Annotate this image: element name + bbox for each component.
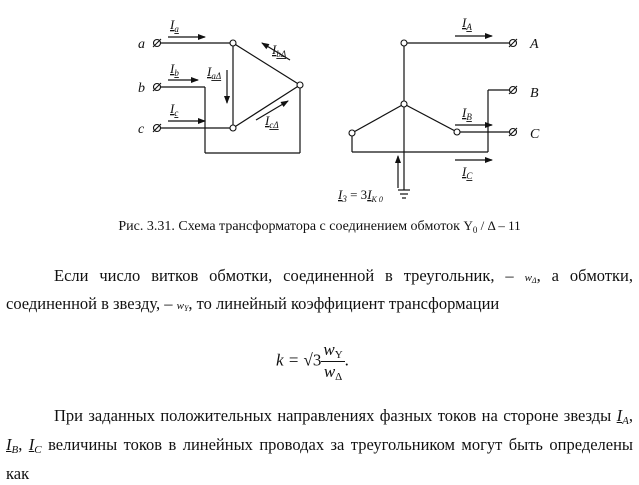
label-IA: IA <box>461 15 472 32</box>
label-b: b <box>138 81 145 96</box>
paragraph-currents: При заданных положительных направлениях … <box>6 406 634 483</box>
label-IaD: IaΔ <box>206 64 221 81</box>
arrow-IbD <box>261 42 291 61</box>
node-star-center <box>400 100 408 108</box>
label-Ib: Ib <box>169 61 179 78</box>
label-c: c <box>138 122 145 137</box>
node-star-right <box>453 128 461 136</box>
delta-side-top <box>232 42 301 86</box>
terminal-slash-c <box>152 123 162 133</box>
node-delta-bottom <box>229 124 237 132</box>
label-I3-eq: I3 = 3IK 0 <box>337 187 383 204</box>
label-a: a <box>138 37 145 52</box>
label-IC: IC <box>461 164 473 181</box>
terminal-slash-B <box>508 85 518 95</box>
paragraph-turns: Если число витков обмотки, соединенной в… <box>6 266 633 313</box>
transformer-diagram: a b c Ia Ib Ic IaΔ IbΔ IcΔ A B C IA IB I… <box>138 15 540 204</box>
label-Ia: Ia <box>169 17 179 34</box>
terminal-slash-A <box>508 38 518 48</box>
node-delta-right <box>296 81 304 89</box>
label-A: A <box>529 37 539 52</box>
terminal-slash-a <box>152 38 162 48</box>
arrow-IcD <box>255 100 289 121</box>
terminal-slash-b <box>152 82 162 92</box>
label-Ic: Ic <box>169 101 178 118</box>
label-C: C <box>530 127 540 142</box>
label-IbD: IbΔ <box>271 42 286 59</box>
star-leg-C <box>403 103 458 133</box>
terminal-slash-C <box>508 127 518 137</box>
delta-side-bottom <box>232 84 301 129</box>
node-delta-top <box>229 39 237 47</box>
figure-caption: Рис. 3.31. Схема трансформатора с соедин… <box>0 218 639 235</box>
caption-text: Рис. 3.31. Схема трансформатора с соедин… <box>118 219 464 234</box>
caption-scheme: Y0 / Δ – 11 <box>463 218 521 235</box>
star-leg-B <box>351 103 405 134</box>
node-star-top <box>400 39 408 47</box>
node-star-left <box>348 129 356 137</box>
label-IcD: IcΔ <box>264 113 279 130</box>
label-IB: IB <box>461 105 472 122</box>
label-B: B <box>530 86 539 101</box>
